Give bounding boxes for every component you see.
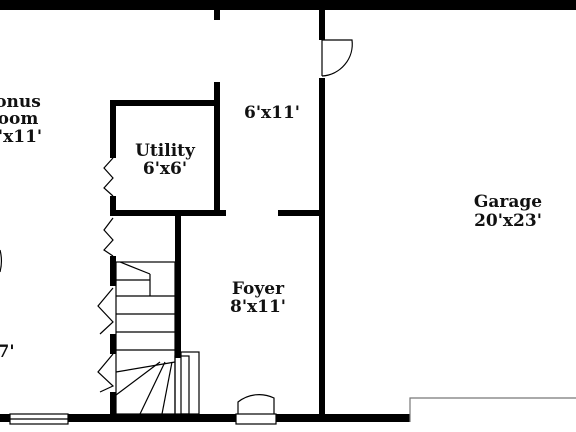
- bonus-room-size: 'x11': [0, 127, 42, 147]
- stair-newel-post: [174, 355, 190, 415]
- stair-right-wall: [175, 210, 181, 358]
- garage-wall-lower: [319, 78, 325, 416]
- bonus-room-door-arc: [0, 249, 2, 273]
- utility-size: 6'x6': [143, 159, 187, 179]
- utility-bottom-wall: [110, 210, 226, 216]
- utility-name: Utility: [135, 141, 196, 161]
- foyer-name: Foyer: [232, 279, 285, 299]
- stair-winder-2: [115, 361, 161, 396]
- staircase-icon: [115, 261, 200, 415]
- front-door-threshold: [235, 413, 277, 425]
- bonus-room-name-2: oom: [0, 109, 38, 129]
- closet-bifold-door-b: [97, 353, 115, 393]
- utility-bifold-door: [103, 157, 114, 197]
- top-exterior-wall: [0, 0, 576, 10]
- stair-left-wall-b: [110, 334, 116, 354]
- utility-top-wall: [110, 100, 220, 106]
- garage-driveway-edge: [409, 397, 576, 422]
- stair-outline: [115, 261, 176, 415]
- hall-size: 6'x11': [244, 103, 300, 123]
- garage-size: 20'x23': [474, 211, 542, 231]
- door-swing-icon: [235, 39, 353, 425]
- stair-post-cap: [180, 351, 200, 415]
- bottom-exterior-wall-left: [0, 414, 236, 422]
- bonus-room-name-1: onus: [0, 92, 41, 112]
- foyer-top-partition: [278, 210, 325, 216]
- stair-left-wall-a: [110, 256, 116, 286]
- garage-name: Garage: [474, 192, 542, 212]
- closet-bifold-door-a: [97, 287, 114, 335]
- stair-winder-1: [115, 361, 176, 373]
- window-icon: [9, 413, 69, 425]
- front-door-swing: [237, 394, 275, 414]
- garage-wall-upper: [319, 10, 325, 40]
- stair-left-wall-c: [110, 392, 116, 416]
- bonus-room-lower-size: 7': [0, 342, 15, 362]
- utility-right-upper-wall: [214, 82, 220, 106]
- foyer-size: 8'x11': [230, 297, 286, 317]
- room-labels: onus oom 'x11' 7' 6'x11' Utility 6'x6' F…: [0, 92, 542, 362]
- utility-left-upper-wall: [110, 100, 116, 158]
- bottom-exterior-wall-mid: [276, 414, 410, 422]
- bifold-door-icon: [97, 157, 115, 393]
- hall-bifold-door: [103, 217, 114, 257]
- utility-left-mid-wall: [110, 196, 116, 216]
- stair-winder-4: [161, 361, 173, 415]
- utility-right-wall: [214, 100, 220, 216]
- top-wall-stub: [214, 10, 220, 20]
- stair-top-a: [119, 261, 151, 275]
- stair-winder-3: [139, 361, 166, 415]
- walls: [0, 0, 576, 422]
- garage-door-swing: [321, 39, 353, 77]
